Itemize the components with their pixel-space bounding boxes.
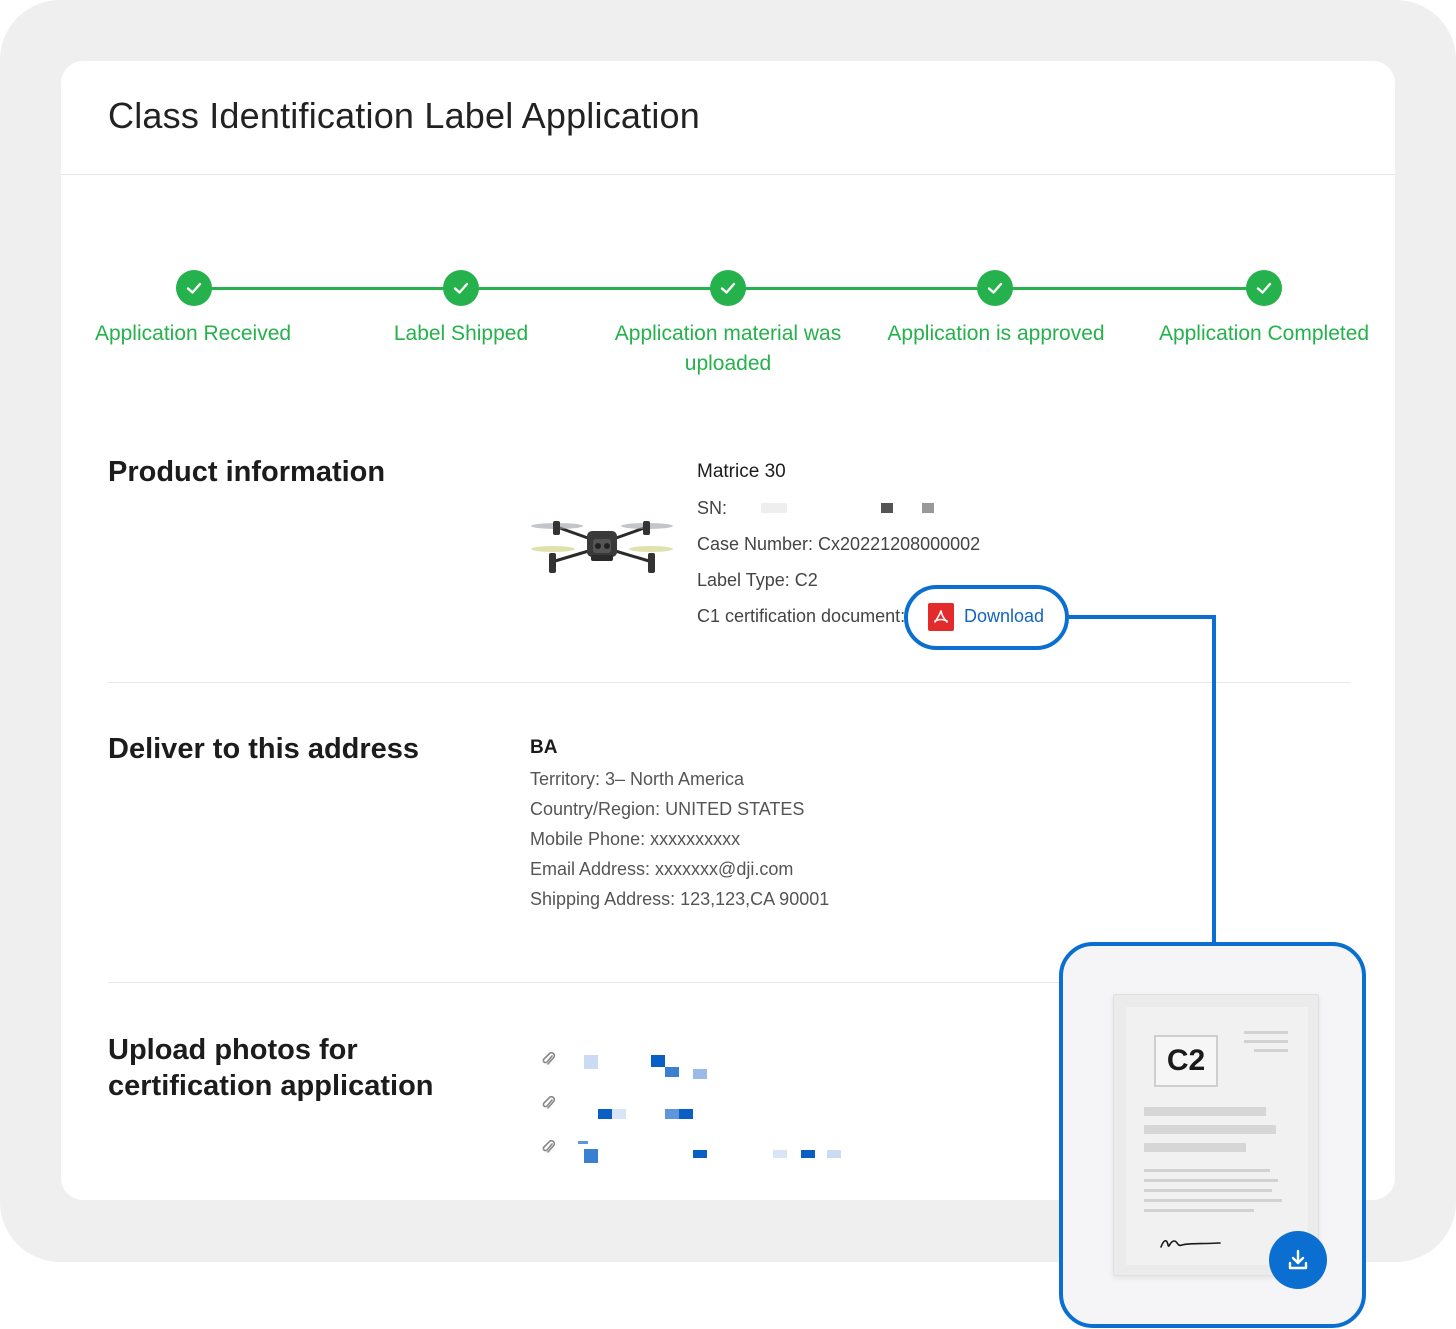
attachment-icon <box>542 1139 556 1153</box>
step-4-label: Application is approved <box>887 322 1105 345</box>
certificate-document-thumbnail: C2 <box>1113 994 1319 1276</box>
step-2-label: Label Shipped <box>393 322 529 345</box>
certificate-preview-card: C2 <box>1059 942 1366 1328</box>
card-header: Class Identification Label Application <box>61 61 1395 175</box>
step-1-label: Application Received <box>94 322 292 345</box>
address-country: Country/Region: UNITED STATES <box>530 799 805 819</box>
download-highlight-oval <box>904 585 1069 650</box>
address-email: Email Address: xxxxxxx@dji.com <box>530 859 794 879</box>
address-territory: Territory: 3– North America <box>530 769 745 789</box>
step-5-label: Application Completed <box>1158 322 1370 345</box>
certification-document-label: C1 certification document: <box>697 606 906 626</box>
product-model: Matrice 30 <box>697 461 786 482</box>
recipient-name: BA <box>530 737 558 758</box>
product-sn-label: SN: <box>697 498 728 518</box>
sn-redacted-block <box>881 503 893 513</box>
address-shipping: Shipping Address: 123,123,CA 90001 <box>530 889 830 909</box>
drone-image <box>531 521 673 573</box>
upload-section-title-line1: Upload photos for <box>108 1034 358 1066</box>
address-phone: Mobile Phone: xxxxxxxxxx <box>530 829 741 849</box>
step-3-check-icon <box>710 270 746 306</box>
callout-connector <box>1212 615 1216 945</box>
section-divider <box>108 682 1350 683</box>
attachment-icon <box>542 1051 556 1065</box>
step-3-label: Application material was uploaded <box>614 322 842 375</box>
step-1-check-icon <box>176 270 212 306</box>
sn-redacted-block <box>922 503 934 513</box>
page-title: Class Identification Label Application <box>108 95 700 136</box>
attachment-icon <box>542 1095 556 1109</box>
product-label-type: Label Type: C2 <box>697 570 818 590</box>
step-4-check-icon <box>977 270 1013 306</box>
signature-icon <box>1160 1239 1221 1248</box>
download-link[interactable]: Download <box>964 606 1045 626</box>
product-case-number: Case Number: Cx20221208000002 <box>697 534 981 554</box>
callout-connector <box>1068 615 1216 619</box>
class-badge: C2 <box>1154 1035 1218 1087</box>
section-divider <box>108 982 1350 983</box>
step-2-check-icon <box>443 270 479 306</box>
download-icon[interactable] <box>1269 1231 1327 1289</box>
address-section-title: Deliver to this address <box>108 733 420 765</box>
product-section-title: Product information <box>108 456 386 488</box>
step-5-check-icon <box>1246 270 1282 306</box>
sn-redacted-block <box>761 503 787 513</box>
upload-section-title-line2: certification application <box>108 1070 434 1102</box>
